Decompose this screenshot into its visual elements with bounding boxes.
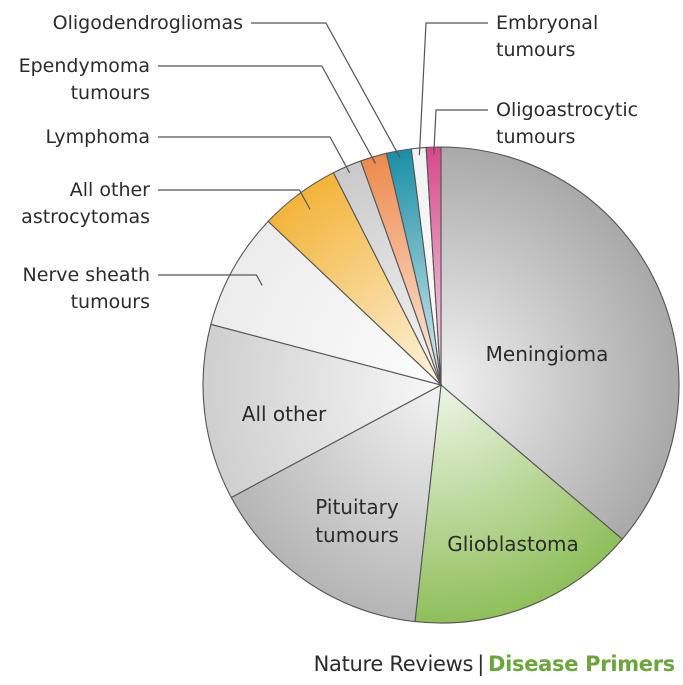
slice-label-lymphoma: Lymphoma: [46, 126, 150, 148]
slice-label-meningioma: Meningioma: [486, 342, 609, 366]
slice-label-oligodendrogliomas: Oligodendrogliomas: [53, 12, 243, 34]
pie-slice-pituitary-tumours: [230, 384, 442, 623]
footer-separator: |: [477, 652, 484, 676]
slice-label-all-other: All other: [242, 402, 327, 426]
slice-label-glioblastoma: Glioblastoma: [447, 532, 579, 556]
leader-line-oligoastrocytic-tumours: [433, 109, 488, 155]
leader-line-all-other-astrocytomas: [158, 189, 311, 210]
pie-slice-meningioma: [440, 146, 680, 540]
leader-lines: [158, 22, 488, 286]
leader-line-oligodendrogliomas: [251, 22, 401, 159]
leader-line-nerve-sheath-tumours: [158, 274, 263, 286]
leader-line-lymphoma: [158, 136, 351, 174]
footer-journal: Nature Reviews: [313, 652, 474, 676]
pie-slice-all-other: [202, 323, 443, 499]
pie-slice-glioblastoma: [414, 383, 624, 624]
leader-line-ependymoma-tumours: [158, 65, 377, 164]
leader-line-embryonal-tumours: [418, 22, 488, 156]
pie-slices: [202, 146, 680, 624]
pie-slice-nerve-sheath-tumours: [210, 220, 442, 386]
footer-credit: Nature Reviews|Disease Primers: [313, 652, 676, 676]
footer-series: Disease Primers: [487, 652, 675, 676]
